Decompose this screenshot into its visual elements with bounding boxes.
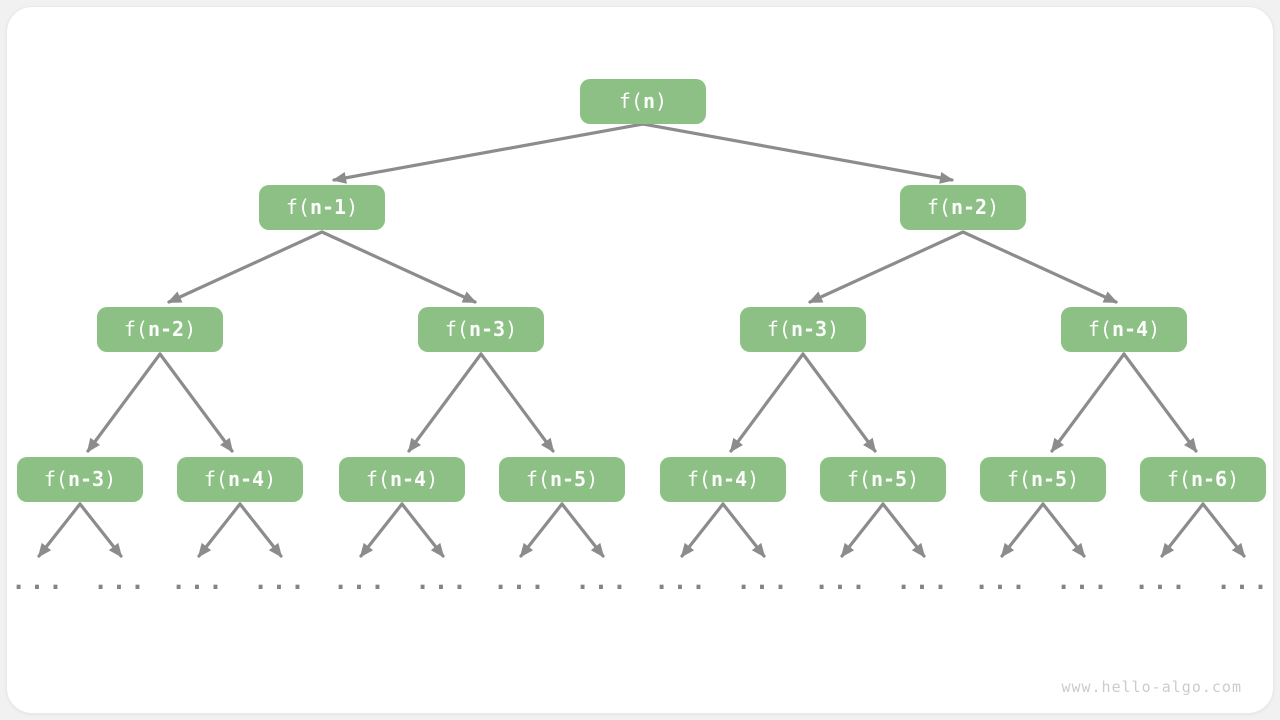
- node-label-close: ): [655, 89, 668, 113]
- node-label-arg: n-3: [790, 317, 828, 341]
- ellipsis: ...: [11, 567, 67, 595]
- node-label-close: ): [505, 317, 518, 341]
- ellipsis: ...: [171, 567, 227, 595]
- node-label-open: f(: [123, 317, 148, 341]
- node-label-close: ): [1227, 467, 1240, 491]
- node-label-open: f(: [43, 467, 68, 491]
- node-label-open: f(: [766, 317, 791, 341]
- node-label-arg: n: [643, 89, 656, 113]
- node-label-arg: n-2: [950, 195, 988, 219]
- node-label-arg: n-4: [710, 467, 748, 491]
- node-label-close: ): [426, 467, 439, 491]
- tree-node: f(n-5): [499, 457, 625, 502]
- watermark: www.hello-algo.com: [1061, 678, 1242, 696]
- node-label-close: ): [987, 195, 1000, 219]
- node-label-arg: n-3: [67, 467, 105, 491]
- node-label-arg: n-6: [1190, 467, 1228, 491]
- tree-node: f(n-1): [259, 185, 385, 230]
- node-label-arg: n-3: [468, 317, 506, 341]
- tree-node: f(n-5): [980, 457, 1106, 502]
- tree-node: f(n-4): [1061, 307, 1187, 352]
- ellipsis: ...: [93, 567, 149, 595]
- node-label-open: f(: [444, 317, 469, 341]
- ellipsis: ...: [974, 567, 1030, 595]
- ellipsis: ...: [575, 567, 631, 595]
- node-label-close: ): [827, 317, 840, 341]
- node-label-close: ): [184, 317, 197, 341]
- node-label-close: ): [104, 467, 117, 491]
- ellipsis: ...: [333, 567, 389, 595]
- tree-node: f(n-2): [97, 307, 223, 352]
- node-label-arg: n-4: [1111, 317, 1149, 341]
- node-label-arg: n-5: [549, 467, 587, 491]
- node-label-open: f(: [686, 467, 711, 491]
- ellipsis: ...: [1056, 567, 1112, 595]
- node-label-arg: n-2: [147, 317, 185, 341]
- tree-node: f(n-4): [339, 457, 465, 502]
- node-label-close: ): [1148, 317, 1161, 341]
- node-label-open: f(: [285, 195, 310, 219]
- tree-node: f(n-3): [418, 307, 544, 352]
- ellipsis: ...: [814, 567, 870, 595]
- ellipsis: ...: [736, 567, 792, 595]
- tree-node: f(n-3): [740, 307, 866, 352]
- tree-node: f(n-6): [1140, 457, 1266, 502]
- node-label-arg: n-5: [870, 467, 908, 491]
- ellipsis: ...: [253, 567, 309, 595]
- node-label-open: f(: [1166, 467, 1191, 491]
- node-label-close: ): [586, 467, 599, 491]
- node-label-open: f(: [846, 467, 871, 491]
- node-label-close: ): [346, 195, 359, 219]
- node-label-arg: n-5: [1030, 467, 1068, 491]
- node-label-arg: n-4: [227, 467, 265, 491]
- tree-node: f(n-3): [17, 457, 143, 502]
- tree-node-root: f(n): [580, 79, 706, 124]
- node-label-open: f(: [618, 89, 643, 113]
- node-label-open: f(: [1087, 317, 1112, 341]
- ellipsis: ...: [1216, 567, 1272, 595]
- node-label-open: f(: [525, 467, 550, 491]
- ellipsis: ...: [415, 567, 471, 595]
- node-label-arg: n-4: [389, 467, 427, 491]
- node-label-open: f(: [1006, 467, 1031, 491]
- node-label-close: ): [907, 467, 920, 491]
- tree-node: f(n-2): [900, 185, 1026, 230]
- node-label-arg: n-1: [309, 195, 347, 219]
- ellipsis: ...: [654, 567, 710, 595]
- ellipsis: ...: [493, 567, 549, 595]
- tree-node: f(n-5): [820, 457, 946, 502]
- node-label-close: ): [1067, 467, 1080, 491]
- tree-node: f(n-4): [660, 457, 786, 502]
- node-label-open: f(: [203, 467, 228, 491]
- node-label-close: ): [747, 467, 760, 491]
- node-label-close: ): [264, 467, 277, 491]
- node-label-open: f(: [365, 467, 390, 491]
- node-label-open: f(: [926, 195, 951, 219]
- tree-node: f(n-4): [177, 457, 303, 502]
- ellipsis: ...: [896, 567, 952, 595]
- ellipsis: ...: [1134, 567, 1190, 595]
